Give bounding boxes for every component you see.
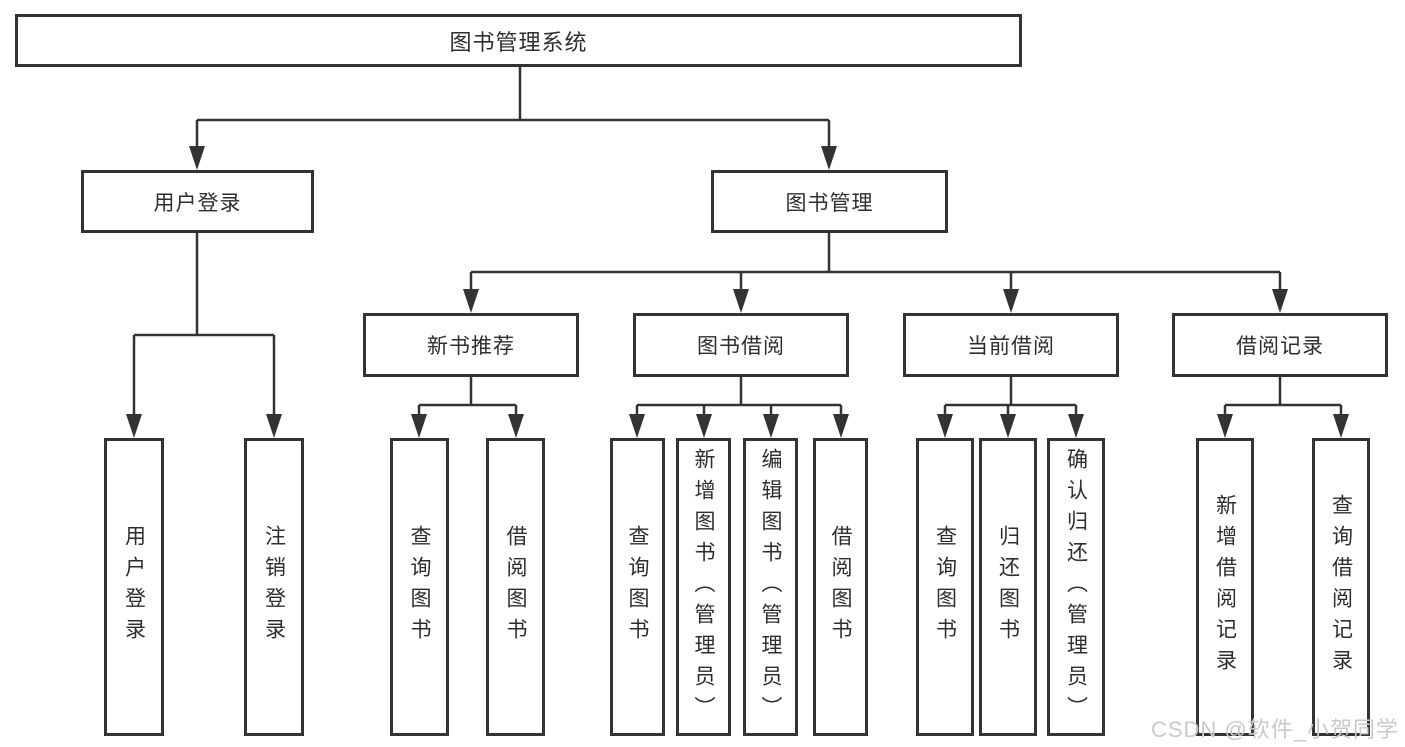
csdn-watermark: CSDN @软件_小贺同学 — [1150, 717, 1399, 742]
node-label: 查询图书 — [408, 525, 431, 649]
leaf-add-book-admin: 新增图书（管理员） — [676, 438, 731, 736]
node-current-borrow: 当前借阅 — [903, 313, 1119, 377]
leaf-confirm-return-admin: 确认归还（管理员） — [1047, 438, 1105, 736]
leaf-add-borrow-record: 新增借阅记录 — [1196, 438, 1254, 736]
node-label: 新增图书（管理员） — [692, 447, 715, 727]
node-label: 借阅图书 — [829, 525, 852, 649]
node-label: 借阅记录 — [1236, 335, 1324, 358]
node-label: 查询图书 — [933, 525, 957, 649]
leaf-borrow-books-recommend: 借阅图书 — [486, 438, 545, 736]
node-book-management: 图书管理 — [711, 170, 948, 233]
node-label: 用户登录 — [153, 191, 242, 215]
node-label: 图书借阅 — [697, 335, 785, 358]
node-label: 图书管理 — [785, 191, 874, 215]
node-new-book-recommend: 新书推荐 — [363, 313, 579, 377]
node-library-system: 图书管理系统 — [15, 14, 1022, 67]
node-label: 查询借阅记录 — [1329, 494, 1353, 680]
node-label: 新书推荐 — [427, 335, 515, 358]
leaf-return-book: 归还图书 — [979, 438, 1037, 736]
leaf-query-books-recommend: 查询图书 — [390, 438, 449, 736]
node-label: 新增借阅记录 — [1213, 494, 1237, 680]
leaf-edit-book-admin: 编辑图书（管理员） — [743, 438, 798, 736]
node-label: 查询图书 — [626, 525, 649, 649]
node-label: 确认归还（管理员） — [1064, 447, 1088, 727]
node-label: 借阅图书 — [504, 525, 527, 649]
leaf-logout: 注销登录 — [244, 438, 304, 736]
leaf-query-books-current: 查询图书 — [916, 438, 974, 736]
node-label: 归还图书 — [996, 525, 1020, 649]
node-label: 用户登录 — [122, 525, 146, 649]
node-borrow-records: 借阅记录 — [1172, 313, 1388, 377]
node-label: 注销登录 — [262, 525, 286, 649]
node-label: 当前借阅 — [967, 335, 1055, 358]
node-user-login: 用户登录 — [81, 170, 314, 233]
node-book-borrow: 图书借阅 — [633, 313, 849, 377]
node-label: 编辑图书（管理员） — [759, 447, 782, 727]
leaf-user-login: 用户登录 — [104, 438, 164, 736]
leaf-query-borrow-record: 查询借阅记录 — [1312, 438, 1370, 736]
node-label: 图书管理系统 — [449, 29, 588, 55]
leaf-query-books-borrow: 查询图书 — [610, 438, 665, 736]
leaf-borrow-books: 借阅图书 — [813, 438, 868, 736]
